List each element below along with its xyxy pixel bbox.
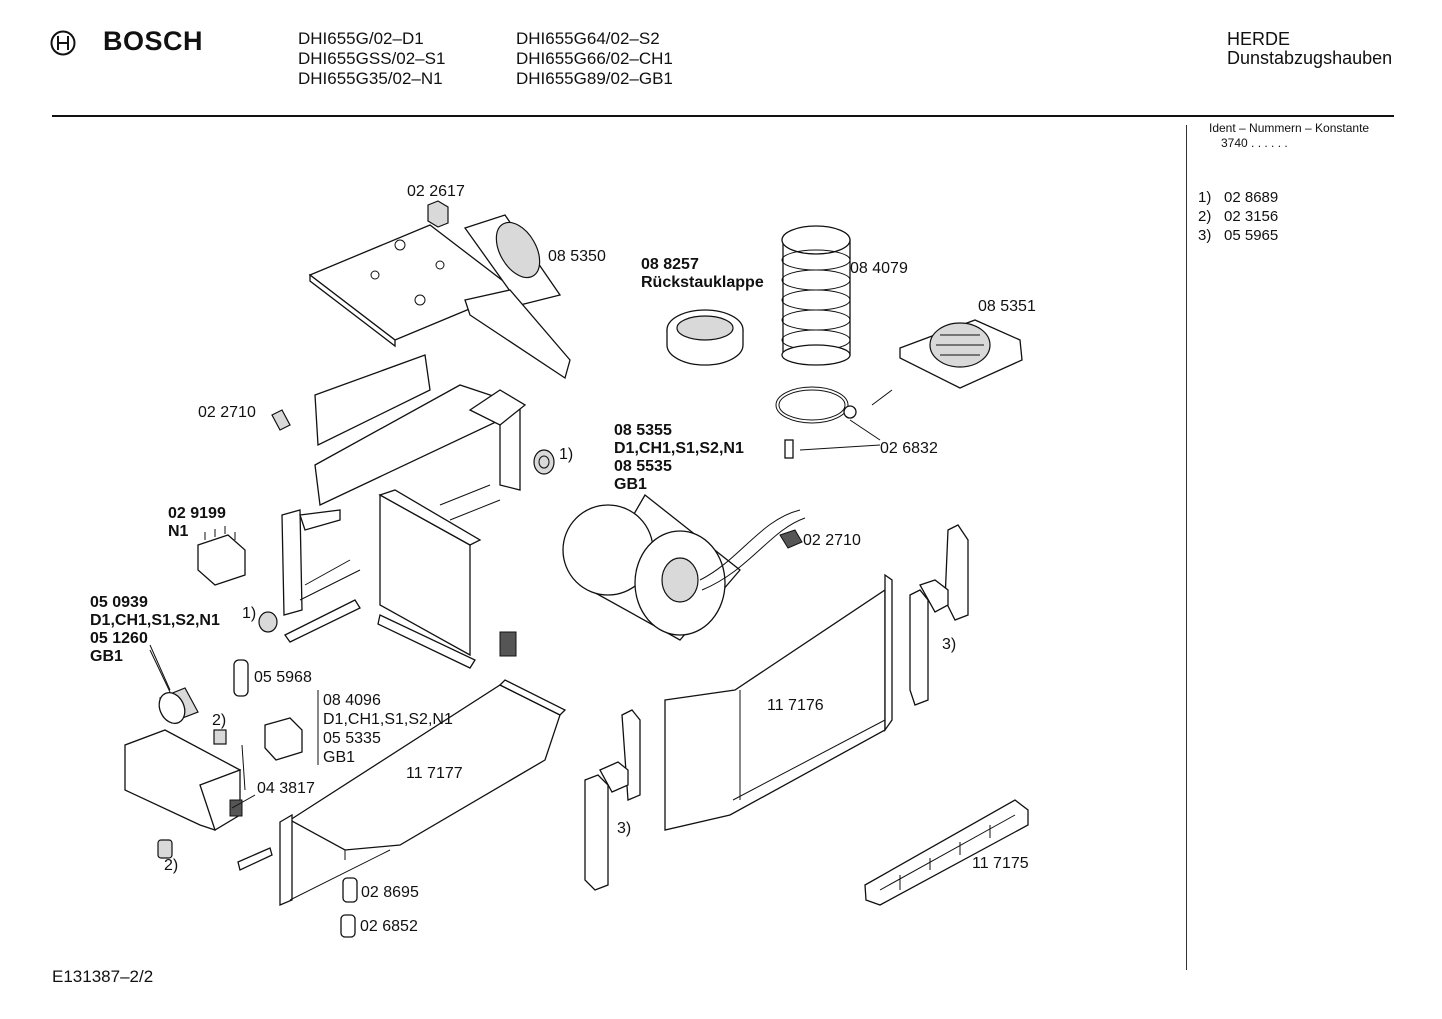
part-description: Rückstauklappe xyxy=(641,274,764,291)
lamp-socket-part xyxy=(258,611,278,633)
variant-label: D1,CH1,S1,S2,N1 xyxy=(614,440,744,457)
clip-part xyxy=(427,200,449,228)
leader-lines xyxy=(149,649,256,809)
model-number: DHI655G/02–D1 xyxy=(298,29,424,48)
model-number: DHI655G89/02–GB1 xyxy=(516,69,673,88)
part-label: 08 8257 xyxy=(641,256,699,273)
check-valve-part xyxy=(666,309,744,366)
footnote-ref: 2) xyxy=(212,712,227,729)
document-id: E131387–2/2 xyxy=(52,967,154,986)
part-label: 11 7177 xyxy=(406,765,463,782)
exploded-view-drawing xyxy=(124,200,1029,938)
part-label: 02 6852 xyxy=(360,918,418,935)
rear-panel-part xyxy=(314,354,431,447)
part-label: 02 2710 xyxy=(803,532,861,549)
part-label: 02 2617 xyxy=(407,183,465,200)
blower-motor-part xyxy=(562,494,806,641)
flexible-hose-part xyxy=(781,225,851,366)
front-panel-part xyxy=(664,573,893,831)
inner-panel-part xyxy=(378,489,482,657)
part-label: 02 2710 xyxy=(198,404,256,421)
electrical-box-part xyxy=(124,729,242,831)
part-label: 02 8695 xyxy=(361,884,419,901)
top-plate-part xyxy=(308,224,517,348)
capacitor-label-group: 05 0939 D1,CH1,S1,S2,N1 05 1260 GB1 xyxy=(90,594,220,666)
outlet-grille-part xyxy=(899,319,1023,389)
part-label: 08 5350 xyxy=(548,248,606,265)
footnote-ref: 3) xyxy=(942,636,957,653)
cable-clip-part xyxy=(271,409,291,431)
part-label: 11 7176 xyxy=(767,697,824,714)
footnote-ref: 1) xyxy=(242,605,257,622)
ident-value: 3740 . . . . . . xyxy=(1221,136,1288,150)
model-number: DHI655G64/02–S2 xyxy=(516,29,660,48)
brand-name: BOSCH xyxy=(103,26,204,56)
terminal-block-part xyxy=(264,690,319,765)
header-rule xyxy=(52,115,1394,117)
base-tray-part xyxy=(279,679,567,906)
motor-label-group: 08 5355 D1,CH1,S1,S2,N1 08 5535 GB1 xyxy=(614,422,744,494)
part-label: 02 9199 xyxy=(168,505,226,522)
connector-part xyxy=(229,799,243,817)
part-label: 05 0939 xyxy=(90,594,148,611)
housing-frame-part xyxy=(281,384,527,616)
part-label: 08 4096 xyxy=(323,692,381,709)
footnote-ref: 1) xyxy=(559,446,574,463)
variant-label: GB1 xyxy=(323,749,356,766)
strip-part xyxy=(237,847,273,871)
bushing-part xyxy=(340,877,358,938)
sidebar-divider xyxy=(1186,125,1187,970)
hose-clamp-part xyxy=(775,386,893,459)
terminal-label-group: 08 4096 D1,CH1,S1,S2,N1 05 5335 GB1 xyxy=(323,691,453,767)
footnote-ref: 3) xyxy=(617,820,632,837)
relay-part xyxy=(197,526,246,586)
product-category: HERDE Dunstabzugshauben xyxy=(1227,30,1392,68)
ident-block: Ident – Nummern – Konstante 3740 . . . .… xyxy=(1209,121,1369,151)
variant-label: N1 xyxy=(168,523,189,540)
part-label: 11 7175 xyxy=(972,855,1029,872)
footnote-item: 3)05 5965 xyxy=(1198,227,1279,244)
relay-label-group: 02 9199 N1 xyxy=(168,505,226,541)
variant-label: GB1 xyxy=(90,648,123,665)
part-label: 02 6832 xyxy=(880,440,938,457)
model-number: DHI655G66/02–CH1 xyxy=(516,49,673,68)
part-label: 05 1260 xyxy=(90,630,148,647)
strip-part xyxy=(284,599,476,669)
category-line: Dunstabzugshauben xyxy=(1227,48,1393,68)
part-label: 04 3817 xyxy=(257,780,315,797)
capacitor-part xyxy=(149,644,199,725)
model-list-col2: DHI655G64/02–S2 DHI655G66/02–CH1 DHI655G… xyxy=(516,29,673,89)
model-number: DHI655G35/02–N1 xyxy=(298,69,443,88)
ident-title: Ident – Nummern – Konstante xyxy=(1209,121,1370,135)
part-label: 08 5535 xyxy=(614,458,672,475)
switch-part xyxy=(499,631,517,657)
part-label: 08 4079 xyxy=(850,260,908,277)
variant-label: D1,CH1,S1,S2,N1 xyxy=(90,612,220,629)
bosch-logo-icon xyxy=(50,30,76,56)
flange-part xyxy=(463,214,562,306)
part-label: 08 5355 xyxy=(614,422,672,439)
footnote-list: 1)02 8689 2)02 3156 3)05 5965 xyxy=(1198,188,1278,245)
model-number: DHI655GSS/02–S1 xyxy=(298,49,446,68)
side-bracket-part xyxy=(909,524,969,706)
variant-label: D1,CH1,S1,S2,N1 xyxy=(323,711,453,728)
cable-clip-part xyxy=(779,529,803,549)
knob-part xyxy=(533,449,555,475)
variant-label: GB1 xyxy=(614,476,647,493)
footnote-item: 2)02 3156 xyxy=(1198,208,1279,225)
part-label: 05 5335 xyxy=(323,730,381,747)
footnote-ref: 2) xyxy=(164,857,179,874)
model-list-col1: DHI655G/02–D1 DHI655GSS/02–S1 DHI655G35/… xyxy=(298,29,445,89)
filter-grille-part xyxy=(864,799,1029,906)
category-line: HERDE xyxy=(1227,29,1291,49)
side-bracket-part xyxy=(584,709,641,891)
cylinder-part xyxy=(233,659,249,697)
fuse-holder-part xyxy=(157,839,173,859)
rail-part xyxy=(464,289,571,380)
part-label: 05 5968 xyxy=(254,669,312,686)
part-label: 08 5351 xyxy=(978,298,1036,315)
footnote-item: 1)02 8689 xyxy=(1198,189,1279,206)
